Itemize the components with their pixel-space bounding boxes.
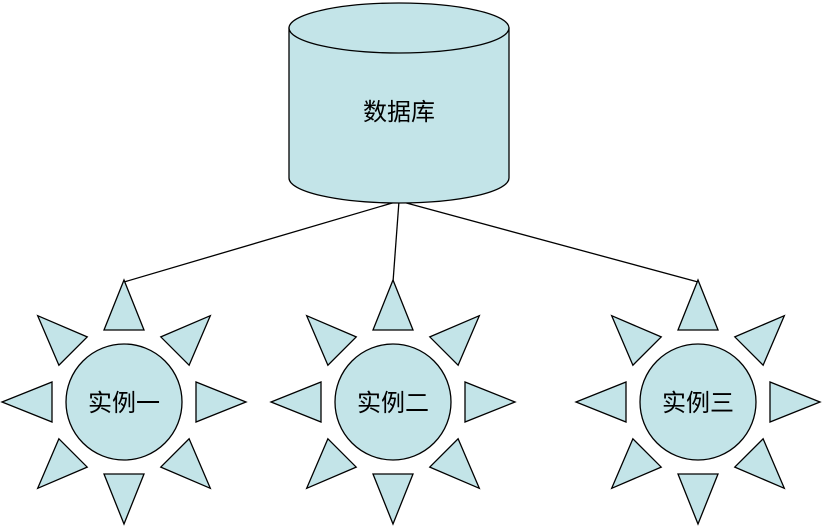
sun-ray	[610, 314, 663, 367]
sun-ray	[305, 314, 358, 367]
instance-label-2: 实例二	[357, 389, 429, 417]
instance-label-3: 实例三	[662, 389, 734, 417]
sun-core	[65, 343, 183, 461]
sun-ray	[428, 314, 481, 367]
database-label: 数据库	[363, 98, 435, 126]
sun-ray	[610, 437, 663, 490]
sun-icon	[0, 278, 248, 526]
connector-instance-1	[123, 200, 400, 283]
sun-icon	[269, 278, 517, 526]
sun-ray	[195, 381, 248, 423]
instance-node-3: 实例三	[574, 278, 822, 526]
sun-ray	[103, 278, 145, 331]
sun-ray	[464, 381, 517, 423]
database-cylinder-icon	[288, 2, 510, 204]
connector-instance-2	[392, 200, 400, 283]
sun-ray	[677, 473, 719, 526]
sun-ray	[159, 437, 212, 490]
sun-ray	[769, 381, 822, 423]
sun-icon	[574, 278, 822, 526]
sun-ray	[677, 278, 719, 331]
instance-node-1: 实例一	[0, 278, 248, 526]
sun-ray	[372, 278, 414, 331]
sun-ray	[36, 314, 89, 367]
database-node: 数据库	[288, 2, 510, 204]
sun-ray	[36, 437, 89, 490]
sun-core	[639, 343, 757, 461]
sun-ray	[103, 473, 145, 526]
instance-label-1: 实例一	[88, 389, 160, 417]
sun-ray	[733, 314, 786, 367]
sun-core	[334, 343, 452, 461]
instance-node-2: 实例二	[269, 278, 517, 526]
sun-ray	[159, 314, 212, 367]
sun-ray	[574, 381, 627, 423]
connector-instance-3	[398, 200, 699, 283]
sun-ray	[733, 437, 786, 490]
sun-ray	[372, 473, 414, 526]
sun-ray	[0, 381, 53, 423]
sun-ray	[428, 437, 481, 490]
sun-ray	[269, 381, 322, 423]
sun-ray	[305, 437, 358, 490]
